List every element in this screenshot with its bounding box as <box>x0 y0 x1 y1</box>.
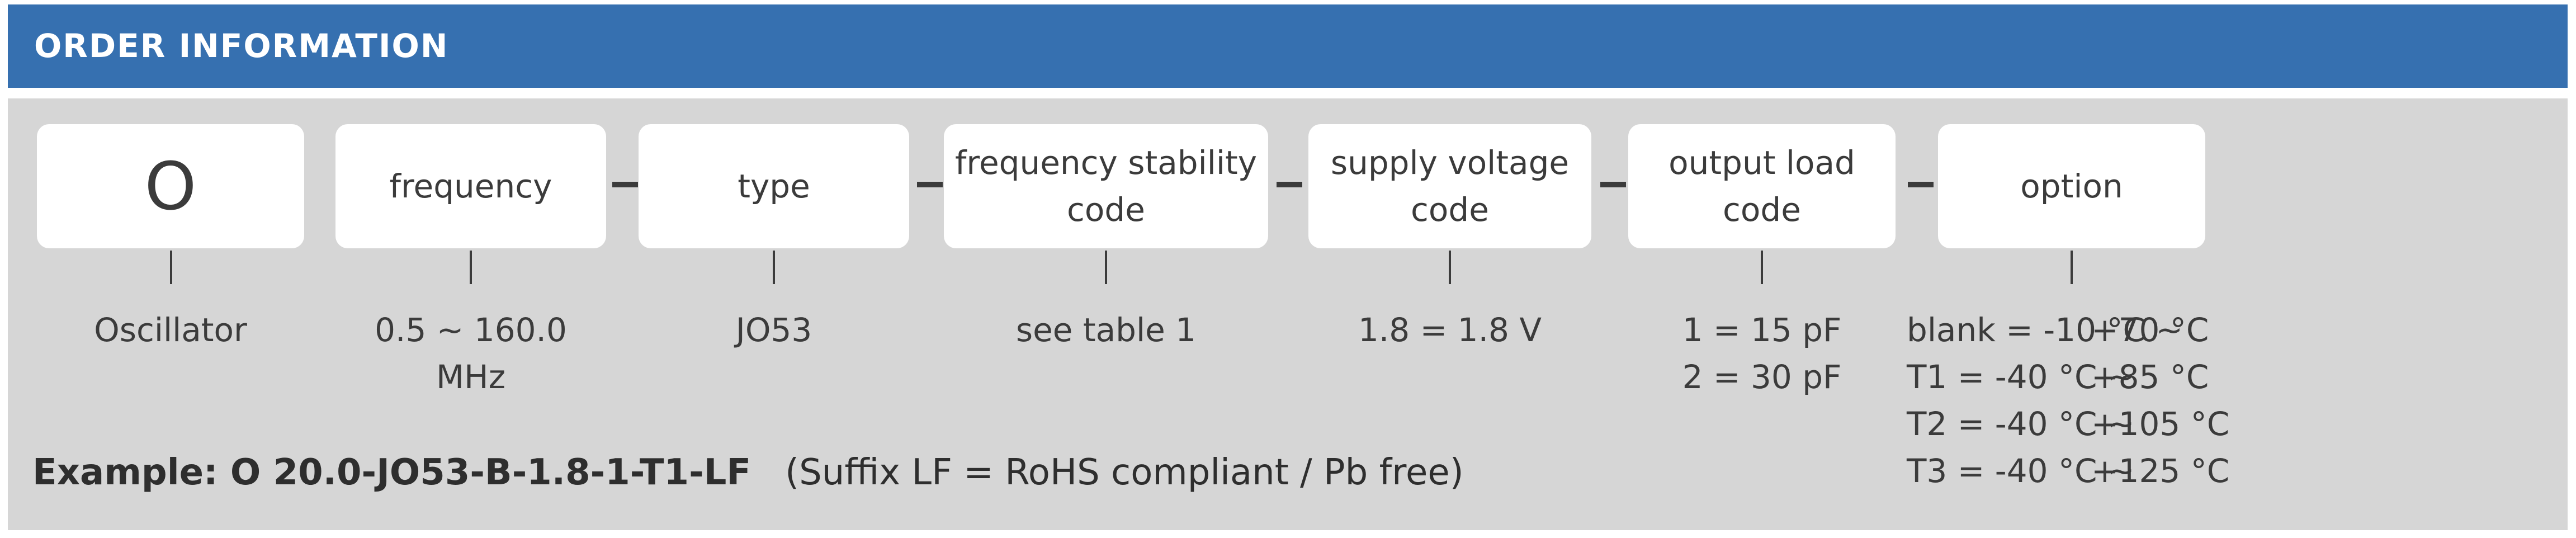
order-example: Example: O 20.0-JO53-B-1.8-1-T1-LF (Suff… <box>32 447 1464 498</box>
example-code: Example: O 20.0-JO53-B-1.8-1-T1-LF <box>32 452 751 493</box>
option-label: option <box>2020 167 2123 205</box>
option-max-temp: +70 °C <box>2091 311 2209 349</box>
option-box: option <box>1938 124 2205 248</box>
output-load-label: output load code <box>1669 144 1855 229</box>
type-value: JO53 <box>735 311 812 349</box>
supply-voltage-value: 1.8 = 1.8 V <box>1358 311 1542 349</box>
section-header: ORDER INFORMATION <box>8 4 2568 88</box>
option-max-temp: +125 °C <box>2091 452 2230 490</box>
output-load-value: 1 = 15 pF 2 = 30 pF <box>1682 311 1842 396</box>
option-max-temp: +85 °C <box>2091 358 2209 396</box>
option-row: blank = -10 °C ~ +70 °C <box>1907 306 2309 353</box>
connector-line <box>1449 251 1451 284</box>
option-code: T3 = -40 °C ~ <box>1907 452 2135 490</box>
product-code-label: O <box>144 148 197 225</box>
section-title: ORDER INFORMATION <box>34 27 449 65</box>
separator-dash <box>1600 182 1626 187</box>
separator-dash <box>1277 182 1302 187</box>
product-code-box: O <box>37 124 304 248</box>
separator-dash <box>917 182 943 187</box>
product-code-value: Oscillator <box>94 311 247 349</box>
supply-voltage-box: supply voltage code <box>1308 124 1591 248</box>
frequency-label: frequency <box>389 167 552 205</box>
output-load-box: output load code <box>1628 124 1896 248</box>
type-box: type <box>639 124 909 248</box>
option-code: blank = -10 °C ~ <box>1907 311 2183 349</box>
connector-line <box>2071 251 2073 284</box>
stability-code-value: see table 1 <box>1015 311 1197 349</box>
option-row: T1 = -40 °C ~ +85 °C <box>1907 353 2309 400</box>
stability-code-box: frequency stability code <box>944 124 1268 248</box>
frequency-value: 0.5 ~ 160.0 MHz <box>375 311 567 396</box>
option-list: blank = -10 °C ~ +70 °C T1 = -40 °C ~ +8… <box>1907 306 2309 494</box>
option-code: T1 = -40 °C ~ <box>1907 358 2135 396</box>
connector-line <box>1105 251 1107 284</box>
separator-dash <box>612 182 638 187</box>
type-label: type <box>738 167 810 205</box>
supply-voltage-label: supply voltage code <box>1330 144 1570 229</box>
option-row: T2 = -40 °C ~ +105 °C <box>1907 400 2309 447</box>
connector-line <box>170 251 172 284</box>
connector-line <box>773 251 775 284</box>
option-code: T2 = -40 °C ~ <box>1907 405 2135 443</box>
connector-line <box>1761 251 1763 284</box>
example-note: (Suffix LF = RoHS compliant / Pb free) <box>785 452 1464 493</box>
separator-dash <box>1908 182 1934 187</box>
option-max-temp: +105 °C <box>2091 405 2230 443</box>
connector-line <box>470 251 472 284</box>
option-row: T3 = -40 °C ~ +125 °C <box>1907 447 2309 494</box>
stability-code-label: frequency stability code <box>954 144 1258 229</box>
frequency-box: frequency <box>335 124 606 248</box>
